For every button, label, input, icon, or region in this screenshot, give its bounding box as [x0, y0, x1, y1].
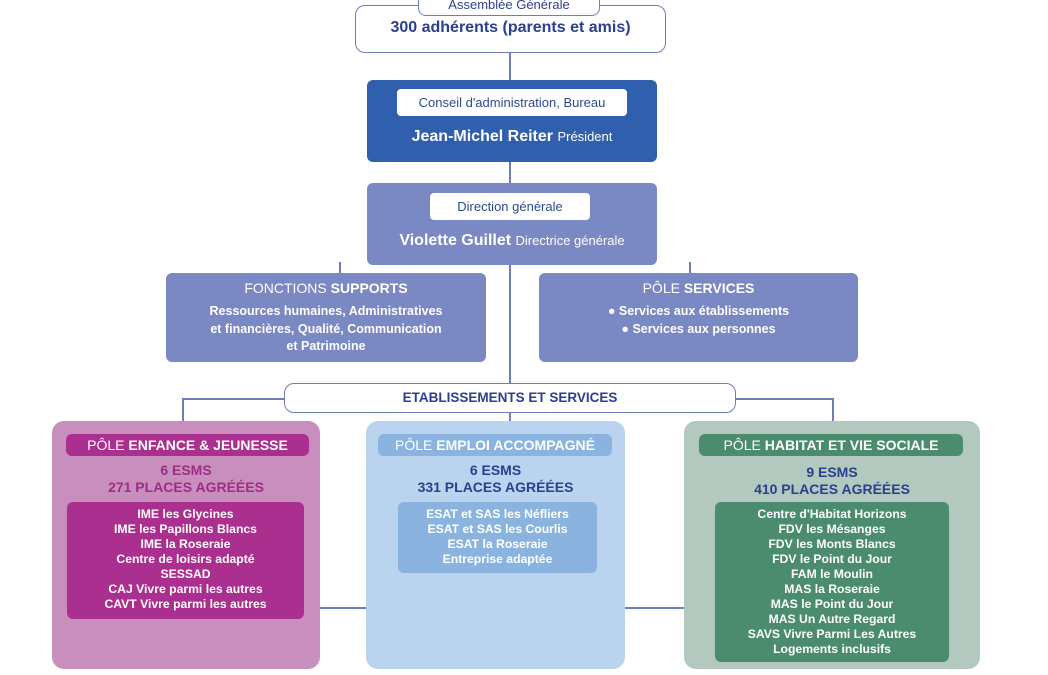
pole-services-box: [539, 273, 858, 362]
pole-emploi-stats: 6 ESMS 331 PLACES AGRÉÉES: [366, 462, 625, 496]
etablissement-item: MAS le Point du Jour: [770, 597, 894, 611]
pole-title-bold: EMPLOI ACCOMPAGNÉ: [436, 437, 595, 453]
fonctions-supports-text: Ressources humaines, Administratives et …: [176, 303, 476, 356]
pole-enfance-list: IME les Glycines IME les Papillons Blanc…: [67, 502, 304, 619]
fonctions-text-line: et Patrimoine: [286, 339, 366, 353]
etablissement-item: MAS la Roseraie: [784, 582, 880, 596]
fonctions-title-bold: SUPPORTS: [330, 280, 408, 296]
etablissement-item: SESSAD: [160, 567, 211, 581]
fonctions-text-line: et financières, Qualité, Communication: [210, 321, 442, 336]
pole-title-bold: ENFANCE & JEUNESSE: [128, 437, 288, 453]
etablissement-item: FDV les Monts Blancs: [768, 537, 896, 551]
pole-habitat-title: PÔLE HABITAT ET VIE SOCIALE: [699, 434, 963, 456]
etablissement-item: SAVS Vivre Parmi Les Autres: [747, 627, 917, 641]
etablissement-item: Entreprise adaptée: [442, 552, 553, 566]
esms-count: 6 ESMS: [160, 462, 212, 478]
members-count: 300 adhérents (parents et amis): [390, 19, 631, 36]
fonctions-supports-title: FONCTIONS SUPPORTS: [166, 280, 486, 296]
etablissement-item: FAM le Moulin: [791, 567, 873, 581]
etablissements-services-label: ETABLISSEMENTS ET SERVICES: [284, 383, 736, 413]
etablissement-item: CAJ Vivre parmi les autres: [108, 582, 263, 596]
services-item: ● Services aux personnes: [621, 322, 776, 336]
services-title-bold: SERVICES: [683, 280, 755, 296]
etablissement-item: CAVT Vivre parmi les autres: [104, 597, 267, 611]
places-count: 271 PLACES AGRÉÉES: [108, 479, 264, 495]
pole-title-bold: HABITAT ET VIE SOCIALE: [764, 437, 939, 453]
etablissement-item: FDV les Mésanges: [778, 522, 886, 536]
etablissement-item: MAS Un Autre Regard: [768, 612, 896, 626]
connector-bottom-left: [320, 607, 366, 609]
esms-count: 6 ESMS: [469, 462, 522, 478]
pole-enfance-title: PÔLE ENFANCE & JEUNESSE: [66, 434, 309, 456]
pole-habitat-stats: 9 ESMS 410 PLACES AGRÉÉES: [684, 464, 980, 498]
director-role: Directrice générale: [515, 233, 625, 248]
connector-trunk: [509, 265, 511, 383]
pole-habitat-list: Centre d'Habitat Horizons FDV les Mésang…: [715, 502, 949, 662]
assemblee-generale-label: Assemblée Générale: [418, 0, 600, 16]
connector-ag-ca: [509, 53, 511, 80]
connector-left-v: [182, 398, 184, 421]
places-count: 410 PLACES AGRÉÉES: [754, 481, 910, 497]
services-item-label: Services aux personnes: [632, 322, 776, 336]
services-item: ● Services aux établissements: [607, 304, 790, 318]
pole-emploi-title: PÔLE EMPLOI ACCOMPAGNÉ: [378, 434, 612, 456]
director-name: Violette Guillet: [399, 232, 512, 249]
connector-right-h: [736, 398, 834, 400]
pole-enfance-stats: 6 ESMS 271 PLACES AGRÉÉES: [52, 462, 320, 496]
president-role: Président: [557, 129, 613, 144]
services-item-label: Services aux établissements: [618, 304, 790, 318]
fonctions-title-prefix: FONCTIONS: [244, 280, 327, 296]
etablissement-item: Centre d'Habitat Horizons: [757, 507, 907, 521]
esms-count: 9 ESMS: [806, 464, 858, 480]
connector-left-h: [182, 398, 284, 400]
connector-bottom-right: [625, 607, 684, 609]
connector-right-v: [832, 398, 834, 421]
connector-ca-dg: [509, 162, 511, 183]
etablissement-item: ESAT et SAS les Néfliers: [426, 507, 569, 521]
etablissement-item: ESAT la Roseraie: [447, 537, 548, 551]
fonctions-supports-box: [166, 273, 486, 362]
places-count: 331 PLACES AGRÉÉES: [417, 479, 574, 495]
pole-emploi-list: ESAT et SAS les Néfliers ESAT et SAS les…: [398, 502, 597, 573]
president-name: Jean-Michel Reiter: [411, 128, 553, 145]
connector-services: [689, 262, 691, 273]
pole-services-title: PÔLE SERVICES: [539, 280, 858, 296]
etablissement-item: Logements inclusifs: [773, 642, 891, 656]
conseil-label: Conseil d'administration, Bureau: [397, 89, 627, 116]
etablissement-item: Centre de loisirs adapté: [116, 552, 255, 566]
president: Jean-Michel Reiter Président: [367, 128, 657, 146]
services-title-prefix: PÔLE: [642, 280, 680, 296]
direction-label: Direction générale: [430, 193, 590, 220]
pole-title-prefix: PÔLE: [723, 437, 761, 453]
etablissement-item: IME les Glycines: [137, 507, 234, 521]
pole-title-prefix: PÔLE: [395, 437, 433, 453]
pole-title-prefix: PÔLE: [87, 437, 125, 453]
etablissement-item: IME la Roseraie: [140, 537, 231, 551]
fonctions-text-line: Ressources humaines, Administratives: [209, 304, 443, 318]
etablissement-item: IME les Papillons Blancs: [114, 522, 257, 536]
connector-supports: [339, 262, 341, 273]
etablissement-item: FDV le Point du Jour: [772, 552, 892, 566]
director: Violette Guillet Directrice générale: [367, 232, 657, 250]
etablissement-item: ESAT et SAS les Courlis: [427, 522, 568, 536]
connector-mid-v: [509, 413, 511, 421]
